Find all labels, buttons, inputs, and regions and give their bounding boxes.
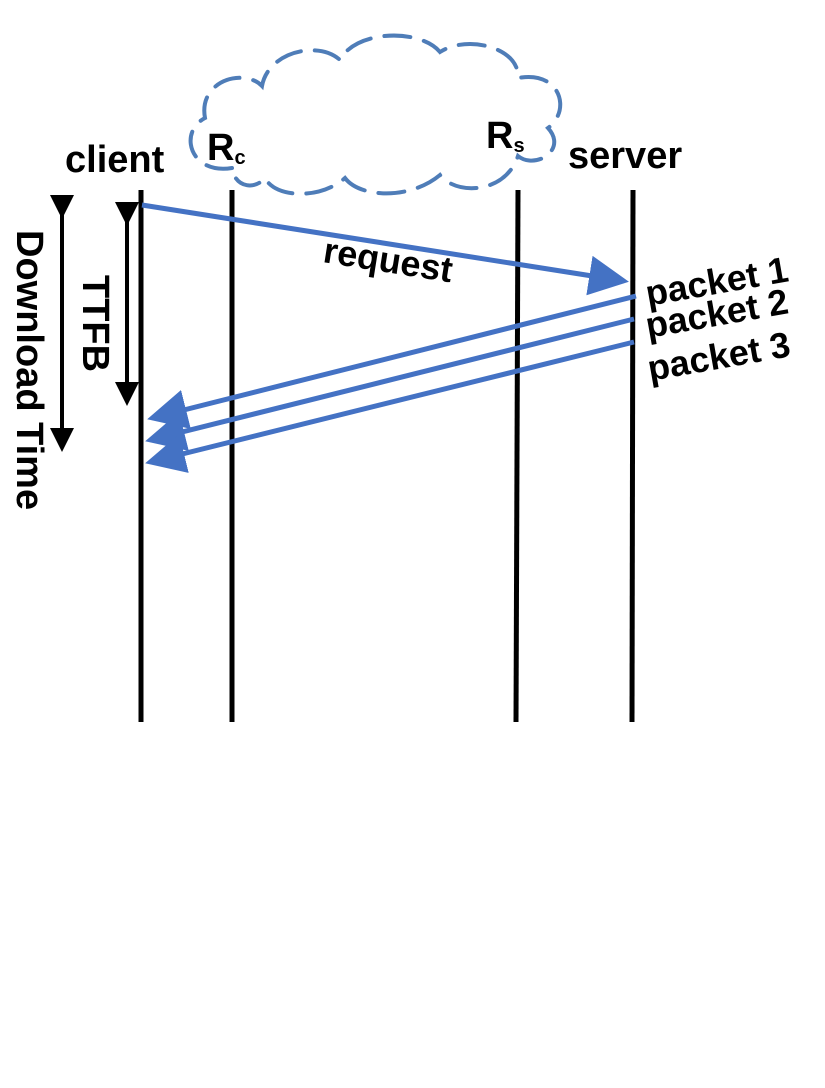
router-client-label: Rc — [207, 127, 246, 169]
server-label: server — [568, 135, 682, 177]
router-server-lifeline — [513, 189, 521, 723]
server-lifeline — [629, 189, 636, 723]
packet-2-arrow — [145, 316, 635, 451]
router-client-subscript: c — [234, 147, 245, 169]
router-server-main: R — [486, 115, 513, 157]
packet-1-arrow — [147, 293, 637, 429]
packet-3-arrow — [145, 339, 635, 473]
request-label: request — [321, 229, 456, 290]
network-cloud-icon — [188, 33, 563, 196]
download-time-label: Download Time — [8, 230, 50, 510]
client-label: client — [65, 139, 165, 181]
router-server-label: Rs — [486, 115, 525, 157]
router-client-main: R — [207, 127, 234, 169]
ttfb-label: TTFB — [74, 275, 116, 372]
request-arrow — [141, 202, 629, 296]
router-server-subscript: s — [513, 135, 524, 157]
